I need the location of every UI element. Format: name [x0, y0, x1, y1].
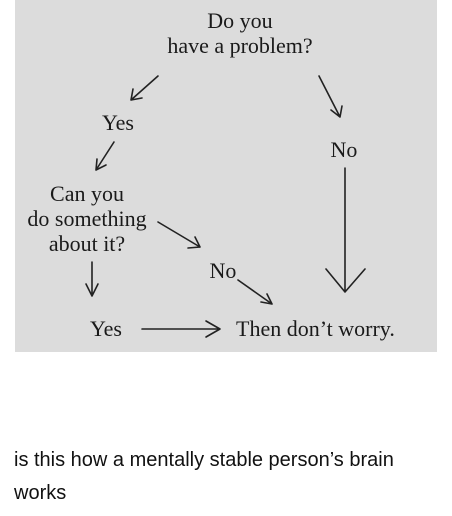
arrow-no-to-result-long	[325, 167, 366, 293]
arrow-problem-to-no	[318, 75, 343, 118]
answer-no-problem: No	[330, 137, 358, 162]
result-dont-worry: Then don’t worry.	[236, 316, 395, 341]
answer-yes-can-do: Yes	[89, 316, 122, 341]
answer-no-can-do: No	[209, 258, 237, 283]
post-caption: is this how a mentally stable person’s b…	[14, 449, 394, 504]
arrow-no-to-result	[237, 279, 273, 305]
answer-yes-problem: Yes	[101, 110, 134, 135]
question-can-do-line-3: about it?	[48, 231, 126, 256]
arrow-question-to-no	[157, 221, 201, 249]
question-can-do-line-2: do something	[27, 206, 147, 231]
question-have-problem: Do you have a problem?	[150, 8, 330, 58]
question-can-do-something: Can you do something about it?	[14, 181, 160, 256]
flowchart-diagram	[15, 0, 437, 352]
question-can-do-line-1: Can you	[50, 181, 124, 206]
arrow-yes-to-question	[95, 141, 115, 171]
question-have-problem-line-2: have a problem?	[167, 33, 313, 58]
arrow-yes-to-result	[141, 320, 221, 338]
arrow-question-to-yes	[85, 261, 99, 297]
flowchart-arrows	[85, 75, 366, 338]
question-have-problem-line-1: Do you	[207, 8, 273, 33]
arrow-problem-to-yes	[130, 75, 159, 101]
